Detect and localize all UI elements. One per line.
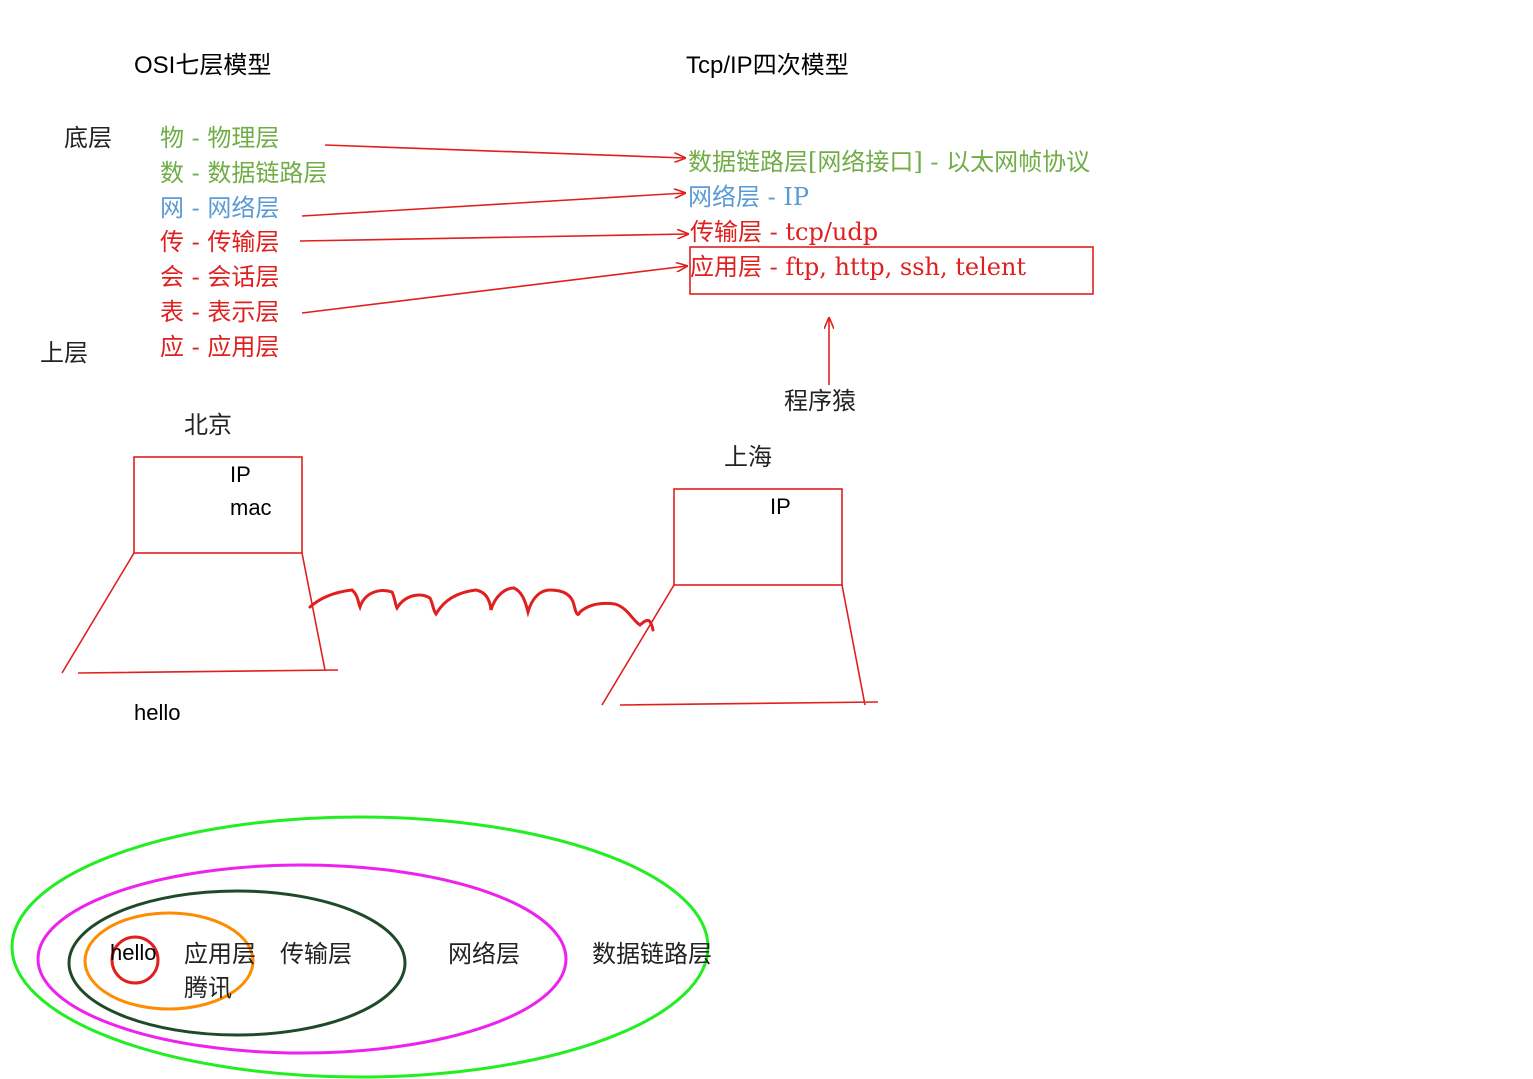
tcpip-layer-transport: 传输层 - tcp/udp <box>690 218 879 246</box>
datalink-ellipse <box>10 815 710 1079</box>
osi-layer-presentation: 表 - 表示层 <box>160 298 280 326</box>
osi-layer-session: 会 - 会话层 <box>160 263 280 291</box>
shanghai-monitor <box>673 488 843 586</box>
beijing-hello-label: hello <box>134 700 181 725</box>
top-layer-label: 上层 <box>40 339 88 367</box>
nested-transport-label: 传输层 <box>280 940 352 968</box>
beijing-label: 北京 <box>184 411 232 439</box>
osi-layer-application: 应 - 应用层 <box>160 333 280 361</box>
beijing-monitor <box>133 456 303 554</box>
nested-hello-label: hello <box>110 940 157 965</box>
network-ellipse <box>36 863 568 1055</box>
shanghai-ip-label: IP <box>770 494 791 519</box>
tcpip-layer-network: 网络层 - IP <box>688 183 809 211</box>
transport-ellipse <box>67 889 407 1037</box>
arrow-presentation-to-application <box>301 266 687 314</box>
application-layer-box <box>689 246 1094 295</box>
osi-layer-transport: 传 - 传输层 <box>160 228 280 256</box>
shanghai-label: 上海 <box>724 443 772 471</box>
bottom-layer-label: 底层 <box>64 124 112 152</box>
application-ellipse <box>83 911 255 1011</box>
tcpip-layer-application: 应用层 - ftp, http, ssh, telent <box>690 253 1027 281</box>
beijing-ip-label: IP <box>230 462 251 487</box>
nested-network-label: 网络层 <box>448 940 520 968</box>
arrow-transport-to-transport <box>299 234 688 242</box>
osi-layer-network: 网 - 网络层 <box>160 194 280 222</box>
nested-application-label: 应用层 <box>184 940 256 968</box>
arrow-network-to-network <box>301 193 685 217</box>
network-cable <box>308 586 655 632</box>
data-core-circle <box>110 935 160 985</box>
osi-layer-physical: 物 - 物理层 <box>160 124 280 152</box>
nested-tencent-label: 腾讯 <box>184 974 232 1002</box>
programmer-label: 程序猿 <box>784 387 856 415</box>
beijing-mac-label: mac <box>230 495 272 520</box>
beijing-keyboard <box>61 552 339 674</box>
osi-title: OSI七层模型 <box>134 52 272 79</box>
tcpip-title: Tcp/IP四次模型 <box>686 52 849 79</box>
arrow-physical-to-datalink <box>324 144 685 158</box>
nested-datalink-label: 数据链路层 <box>592 940 712 968</box>
tcpip-layer-datalink: 数据链路层[网络接口] - 以太网帧协议 <box>688 148 1091 176</box>
osi-layer-datalink: 数 - 数据链路层 <box>160 159 328 187</box>
shanghai-keyboard <box>601 584 879 706</box>
